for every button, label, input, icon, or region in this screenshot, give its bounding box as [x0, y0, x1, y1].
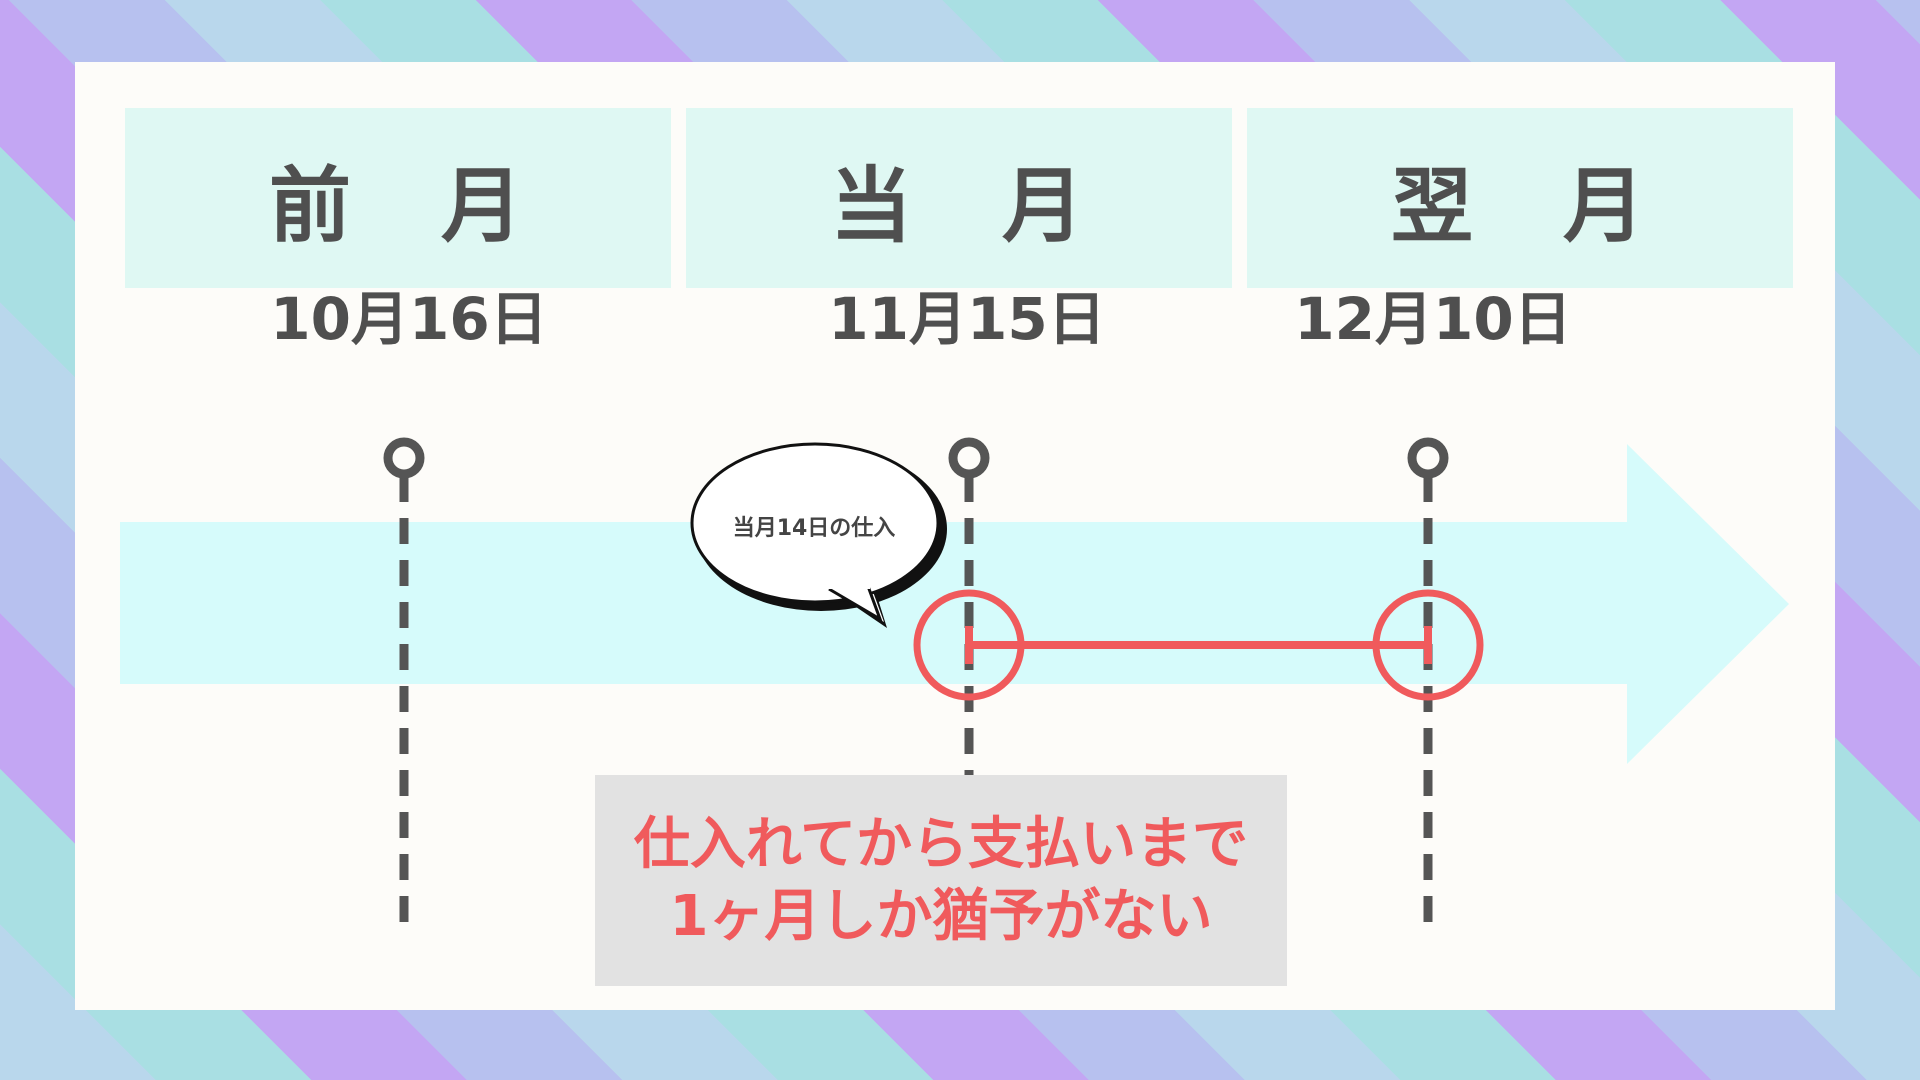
note-box: 仕入れてから支払いまで 1ヶ月しか猶予がない — [595, 775, 1287, 986]
note-line-2: 1ヶ月しか猶予がない — [669, 883, 1213, 949]
date-oct16: 10月16日 — [270, 285, 548, 353]
header-previous-month: 前 月 — [125, 108, 671, 288]
speech-bubble — [690, 442, 947, 628]
marker-oct16 — [383, 437, 425, 938]
timeline-arrow — [120, 444, 1789, 764]
header-next-month: 翌 月 — [1247, 108, 1793, 288]
marker-dec10 — [1407, 437, 1449, 938]
header-current-month: 当 月 — [686, 108, 1232, 288]
payment-span — [913, 589, 1484, 701]
next-month-label: 翌 月 — [1390, 158, 1649, 254]
circle-nov15 — [913, 589, 1025, 701]
note-line-1: 仕入れてから支払いまで — [633, 811, 1249, 877]
circle-dec10 — [1372, 589, 1484, 701]
current-month-label: 当 月 — [829, 158, 1088, 254]
date-nov15: 11月15日 — [828, 285, 1106, 353]
date-dec10: 12月10日 — [1294, 285, 1572, 353]
previous-month-label: 前 月 — [268, 158, 527, 254]
bubble-text: 当月14日の仕入 — [732, 516, 896, 541]
